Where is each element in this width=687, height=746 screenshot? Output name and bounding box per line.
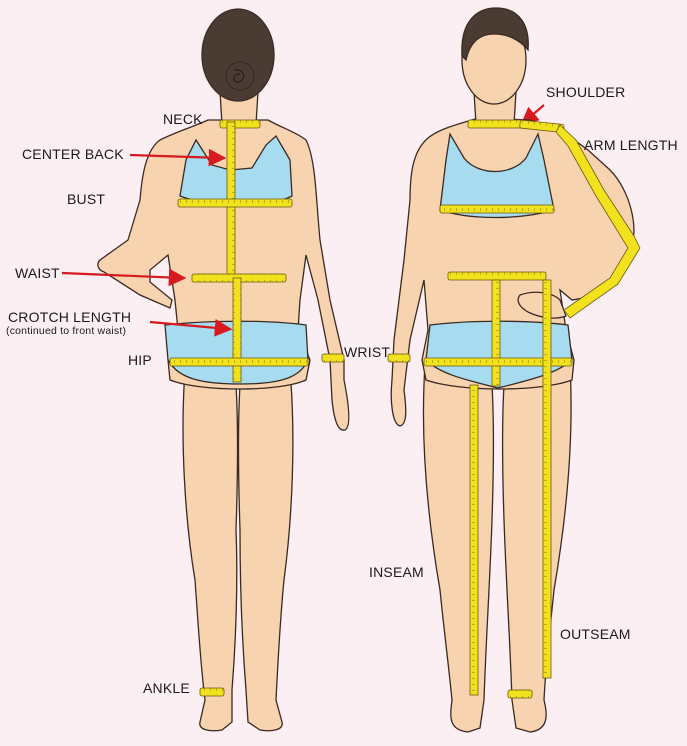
front-hair	[461, 7, 529, 62]
tape-inseam	[469, 384, 479, 696]
tape-front-ankle	[507, 689, 533, 699]
arrow-crotch	[149, 319, 233, 337]
back-hair-bun	[225, 61, 255, 91]
tape-front-neck	[467, 119, 525, 129]
label-neck: NECK	[163, 111, 203, 127]
arrow-center-back	[129, 148, 227, 167]
tape-neck	[219, 119, 261, 129]
label-waist: WAIST	[15, 265, 60, 281]
arrow-shoulder	[520, 104, 545, 125]
tape-front-bust	[439, 204, 555, 214]
tape-front-wrist	[387, 353, 411, 363]
tape-wrist	[321, 353, 345, 363]
label-ankle: ANKLE	[143, 680, 190, 696]
label-arm-length: ARM LENGTH	[584, 137, 678, 153]
label-center-back: CENTER BACK	[22, 146, 124, 162]
front-tapes	[387, 119, 641, 699]
tape-outseam	[542, 279, 552, 679]
arrow-waist	[61, 268, 187, 287]
tape-front-hip	[423, 357, 573, 367]
label-inseam: INSEAM	[369, 564, 424, 580]
tape-bust	[177, 198, 293, 208]
tape-crotch-front	[491, 279, 501, 387]
label-crotch-note: (continued to front waist)	[6, 325, 127, 337]
label-crotch-length: CROTCH LENGTH	[8, 309, 132, 325]
tape-hip	[169, 357, 309, 367]
back-head	[201, 8, 275, 102]
label-outseam: OUTSEAM	[560, 626, 631, 642]
label-shoulder: SHOULDER	[546, 84, 626, 100]
tape-arm-length	[555, 124, 641, 319]
front-figure	[390, 7, 635, 733]
tape-crotch	[232, 277, 242, 383]
front-bra	[439, 132, 555, 219]
back-left-leg	[182, 369, 239, 732]
back-right-leg	[237, 369, 294, 732]
back-tapes	[169, 119, 345, 697]
arrows	[61, 104, 545, 337]
back-figure	[97, 8, 350, 732]
label-wrist: WRIST	[344, 344, 391, 360]
tape-ankle	[199, 687, 225, 697]
label-hip: HIP	[128, 352, 152, 368]
front-right-leg	[501, 364, 572, 733]
label-bust: BUST	[67, 191, 106, 207]
front-left-leg	[422, 364, 495, 733]
tape-front-waist	[447, 271, 547, 281]
